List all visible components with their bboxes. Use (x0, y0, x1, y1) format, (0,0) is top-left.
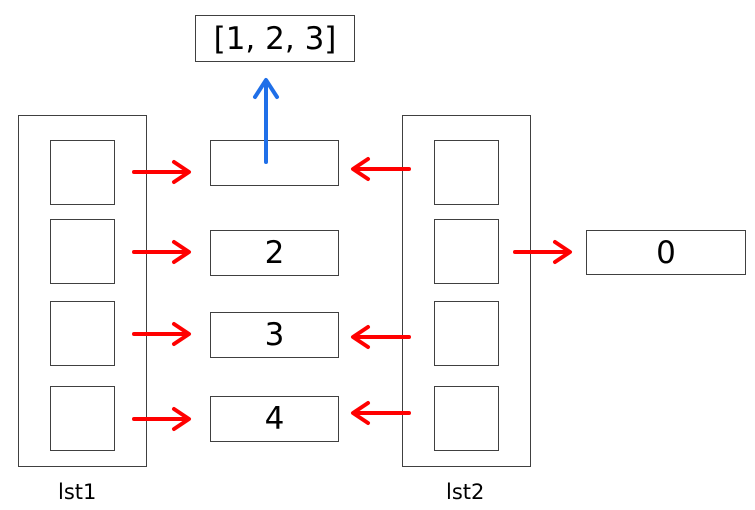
lst1-slot-1 (50, 219, 115, 284)
arrow-lst1-2 (132, 322, 191, 346)
object-box-0 (210, 140, 339, 186)
lst2-slot-0 (434, 140, 499, 205)
object-box-3: 4 (210, 396, 339, 442)
arrow-lst2-0 (351, 157, 411, 181)
arrow-lst1-1 (132, 240, 191, 264)
arrow-lst2-3 (351, 401, 411, 425)
lst2-slot-3 (434, 386, 499, 451)
arrow-lst1-0 (132, 160, 191, 184)
object-box-2: 3 (210, 312, 339, 358)
nested-list-box: [1, 2, 3] (195, 15, 355, 62)
zero-object-box: 0 (586, 230, 746, 275)
arrow-lst2-1 (513, 240, 572, 264)
arrow-to-nested-list (253, 78, 279, 164)
lst1-slot-0 (50, 140, 115, 205)
lst1-label: lst1 (58, 480, 97, 504)
arrow-lst2-2 (351, 325, 411, 349)
arrow-lst1-3 (132, 407, 191, 431)
lst1-slot-2 (50, 301, 115, 366)
lst2-label: lst2 (446, 480, 485, 504)
lst1-slot-3 (50, 386, 115, 451)
object-box-1: 2 (210, 230, 339, 276)
lst2-slot-2 (434, 301, 499, 366)
lst2-slot-1 (434, 219, 499, 284)
